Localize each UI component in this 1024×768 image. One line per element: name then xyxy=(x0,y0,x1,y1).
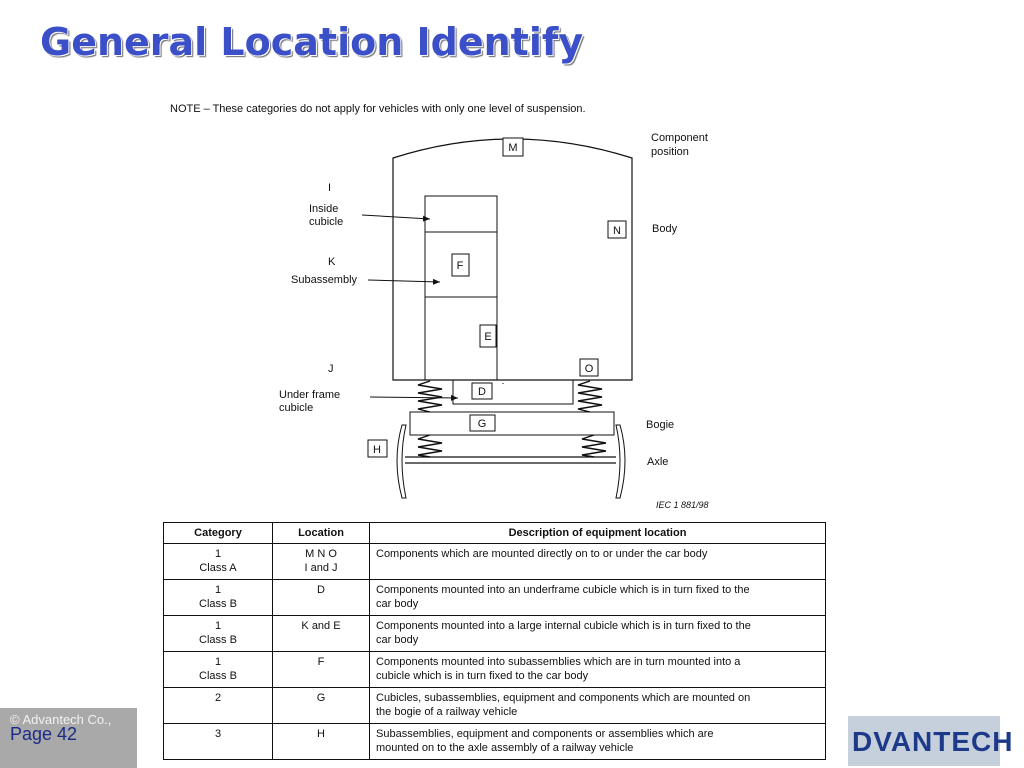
label-k: K xyxy=(328,256,336,268)
spring-right-upper xyxy=(577,380,603,413)
header-location: Location xyxy=(272,522,370,544)
label-subassembly: Subassembly xyxy=(291,274,358,286)
header-description: Description of equipment location xyxy=(369,522,826,544)
label-j: J xyxy=(328,363,334,375)
vehicle-location-diagram: M N F E O D G H Componen xyxy=(279,132,709,510)
arrow-underframe xyxy=(369,394,459,401)
cell-location: H xyxy=(272,723,370,760)
location-category-table: Category Location Description of equipme… xyxy=(163,522,826,760)
spring-left-upper xyxy=(417,380,443,413)
box-h: H xyxy=(367,439,388,458)
cell-location: F xyxy=(272,651,370,688)
spring-right-lower xyxy=(581,434,607,458)
box-d-label: D xyxy=(478,386,486,398)
brand-logo-box xyxy=(848,716,1000,766)
cell-description: Components which are mounted directly on… xyxy=(369,543,826,580)
label-underframe-1: Under frame xyxy=(279,389,340,401)
label-i: I xyxy=(328,182,331,194)
label-bogie: Bogie xyxy=(646,419,674,431)
box-n-label: N xyxy=(613,225,621,237)
box-n: N xyxy=(607,220,627,239)
cell-category: 2 xyxy=(163,687,273,724)
label-body: Body xyxy=(652,223,678,235)
box-o-label: O xyxy=(585,363,594,375)
box-g: G xyxy=(469,414,496,432)
internal-cubicle xyxy=(424,195,498,381)
label-inside-2: cubicle xyxy=(309,216,343,228)
label-component-position-2: position xyxy=(651,146,689,158)
cell-description: Cubicles, subassemblies, equipment and c… xyxy=(369,687,826,724)
table-header-row: Category Location Description of equipme… xyxy=(163,522,826,544)
wheel-right xyxy=(615,424,626,499)
cell-location: D xyxy=(272,579,370,616)
label-underframe-2: cubicle xyxy=(279,402,313,414)
brand-logo-text: DVANTECH xyxy=(852,726,1014,757)
table-row: 2 G Cubicles, subassemblies, equipment a… xyxy=(163,687,826,724)
car-body-outline xyxy=(392,138,633,381)
cell-location: K and E xyxy=(272,615,370,652)
label-axle: Axle xyxy=(647,456,668,468)
footer-left-bar xyxy=(0,708,137,768)
label-component-position-1: Component xyxy=(651,132,708,144)
label-iec-ref: IEC 1 881/98 xyxy=(656,500,709,510)
box-o: O xyxy=(579,358,599,377)
arrow-inside-cubicle xyxy=(361,214,431,222)
box-m-label: M xyxy=(508,142,517,154)
cell-description: Components mounted into subassemblies wh… xyxy=(369,651,826,688)
box-g-label: G xyxy=(478,418,487,430)
bogie-frame xyxy=(409,411,615,436)
cell-description: Components mounted into an underframe cu… xyxy=(369,579,826,616)
cell-location: G xyxy=(272,687,370,724)
box-h-label: H xyxy=(373,444,381,456)
page-number: Page 42 xyxy=(10,724,78,744)
table-row: 3 H Subassemblies, equipment and compone… xyxy=(163,723,826,760)
cell-category: 3 xyxy=(163,723,273,760)
cell-description: Components mounted into a large internal… xyxy=(369,615,826,652)
wheel-left xyxy=(396,424,407,499)
arrow-subassembly xyxy=(367,278,441,285)
header-category: Category xyxy=(163,522,273,544)
box-e-label: E xyxy=(484,331,491,343)
cell-description: Subassemblies, equipment and components … xyxy=(369,723,826,760)
underframe-cubicle xyxy=(452,379,574,405)
box-e: E xyxy=(479,324,497,348)
slide-title: General Location Identify xyxy=(40,20,584,64)
label-inside-1: Inside xyxy=(309,203,338,215)
copyright-text: © Advantech Co., xyxy=(10,712,112,727)
spring-left-lower xyxy=(417,434,443,458)
box-d: D xyxy=(471,382,493,400)
box-m: M xyxy=(502,137,524,157)
box-f-label: F xyxy=(457,260,464,272)
box-f: F xyxy=(451,253,470,277)
diagram-note: NOTE – These categories do not apply for… xyxy=(170,103,586,115)
